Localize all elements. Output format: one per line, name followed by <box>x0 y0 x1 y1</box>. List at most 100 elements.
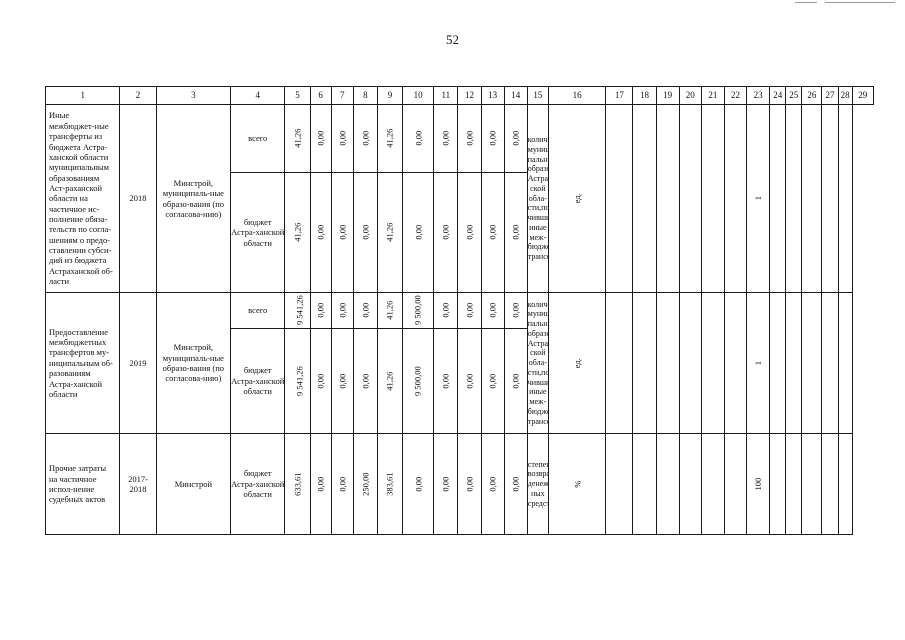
measure-year: 2019 <box>119 292 157 434</box>
funding-value: 9 500,00 <box>412 295 423 326</box>
col-header: 16 <box>547 86 607 105</box>
measure-description: Иные межбюджет-ные трансферты из бюджета… <box>44 104 121 293</box>
indicator-unit: ед. <box>571 193 582 204</box>
indicator-value-cell <box>605 433 634 535</box>
funding-cell: 0,00 <box>330 328 354 434</box>
funding-cell: 0,00 <box>352 172 378 293</box>
col-header: 23 <box>746 86 771 105</box>
indicator-value-cell <box>837 104 853 293</box>
funding-value: 41,26 <box>384 300 395 321</box>
funding-value: 9 541,26 <box>295 366 306 396</box>
funding-cell: 0,00 <box>457 104 482 173</box>
funding-cell: 9 500,00 <box>402 292 435 329</box>
indicator-unit: ед. <box>571 357 582 369</box>
col-header: 1 <box>44 86 121 105</box>
funding-value: 0,00 <box>487 131 498 146</box>
funding-value: 0,00 <box>315 225 326 240</box>
indicator-target-value: 1 <box>752 196 763 201</box>
funding-source: всего <box>230 104 286 173</box>
funding-value: 0,00 <box>510 373 521 389</box>
funding-cell: 0,00 <box>457 328 482 434</box>
indicator-value-cell <box>678 104 702 293</box>
col-header: 4 <box>230 86 286 105</box>
corner-line-1 <box>795 2 817 3</box>
col-header: 25 <box>785 86 803 105</box>
funding-cell: 0,00 <box>309 172 332 293</box>
funding-value: 0,00 <box>315 476 326 492</box>
col-header: 24 <box>769 86 787 105</box>
funding-value: 0,00 <box>510 225 521 240</box>
funding-cell: 0,00 <box>457 172 482 293</box>
funding-cell: 9 541,26 <box>284 292 311 329</box>
col-header: 21 <box>700 86 725 105</box>
funding-cell: 0,00 <box>330 292 354 329</box>
funding-value: 0,00 <box>412 225 423 240</box>
indicator-unit-cell: ед. <box>547 104 607 293</box>
indicator-value-cell <box>801 104 823 293</box>
indicator-value-cell <box>769 292 787 434</box>
funding-cell: 0,00 <box>330 433 354 535</box>
funding-value: 0,00 <box>337 131 348 146</box>
col-header: 19 <box>655 86 680 105</box>
indicator-value-cell <box>605 104 634 293</box>
funding-cell: 41,26 <box>376 292 404 329</box>
funding-value: 0,00 <box>510 476 521 492</box>
indicator-value-cell <box>837 292 853 434</box>
indicator-value-cell <box>700 292 725 434</box>
indicator-value-cell <box>769 433 787 535</box>
indicator-unit-cell: ед. <box>547 292 607 434</box>
funding-cell: 0,00 <box>433 292 459 329</box>
funding-cell: 0,00 <box>309 104 332 173</box>
funding-source: бюджет Астра-ханской области <box>230 172 286 293</box>
indicator-value-cell: 1 <box>746 104 771 293</box>
funding-cell: 0,00 <box>352 292 378 329</box>
col-header: 8 <box>352 86 378 105</box>
measure-year: 2017-2018 <box>119 433 157 535</box>
funding-cell: 0,00 <box>503 433 528 535</box>
indicator-unit-cell: % <box>547 433 607 535</box>
funding-value: 0,00 <box>440 373 451 389</box>
funding-cell: 0,00 <box>457 292 482 329</box>
funding-value: 250,00 <box>360 472 371 496</box>
funding-cell: 0,00 <box>330 172 354 293</box>
funding-value: 0,00 <box>360 225 371 240</box>
funding-cell: 0,00 <box>480 104 505 173</box>
funding-cell: 250,00 <box>352 433 378 535</box>
corner-line-2 <box>825 2 895 3</box>
indicator-value-cell <box>655 292 680 434</box>
indicator-value-cell <box>605 292 634 434</box>
funding-value: 0,00 <box>337 476 348 492</box>
indicator-value-cell <box>821 433 839 535</box>
funding-value: 0,00 <box>464 303 475 318</box>
funding-value: 41,26 <box>384 128 395 149</box>
funding-cell: 633,61 <box>284 433 311 535</box>
funding-value: 0,00 <box>487 303 498 318</box>
funding-cell: 0,00 <box>309 433 332 535</box>
col-header: 3 <box>155 86 232 105</box>
indicator-value-cell <box>655 433 680 535</box>
table-row: Иные межбюджет-ные трансферты из бюджета… <box>44 104 874 293</box>
funding-cell: 41,26 <box>284 104 311 173</box>
program-table: 1 2 3 4 5 6 7 8 9 10 11 12 13 14 15 16 1… <box>44 86 875 535</box>
indicator-value-cell: 100 <box>746 433 771 535</box>
col-header: 22 <box>723 86 748 105</box>
funding-cell: 0,00 <box>457 433 482 535</box>
funding-value: 9 500,00 <box>412 366 423 396</box>
funding-value: 41,26 <box>292 222 303 243</box>
indicator-value-cell <box>632 104 657 293</box>
indicator-value-cell <box>821 292 839 434</box>
funding-value: 41,26 <box>384 371 395 391</box>
funding-cell: 0,00 <box>480 328 505 434</box>
col-header: 15 <box>526 86 549 105</box>
indicator-value-cell <box>632 292 657 434</box>
indicator-name: количество муници-пальных образований Ас… <box>526 292 549 434</box>
col-header: 28 <box>837 86 853 105</box>
funding-value: 0,00 <box>412 476 423 492</box>
funding-value: 0,00 <box>440 131 451 146</box>
funding-cell: 41,26 <box>284 172 311 293</box>
funding-value: 0,00 <box>510 303 521 318</box>
measure-year: 2018 <box>119 104 157 293</box>
col-header: 27 <box>821 86 839 105</box>
indicator-target-value: 100 <box>752 477 763 491</box>
